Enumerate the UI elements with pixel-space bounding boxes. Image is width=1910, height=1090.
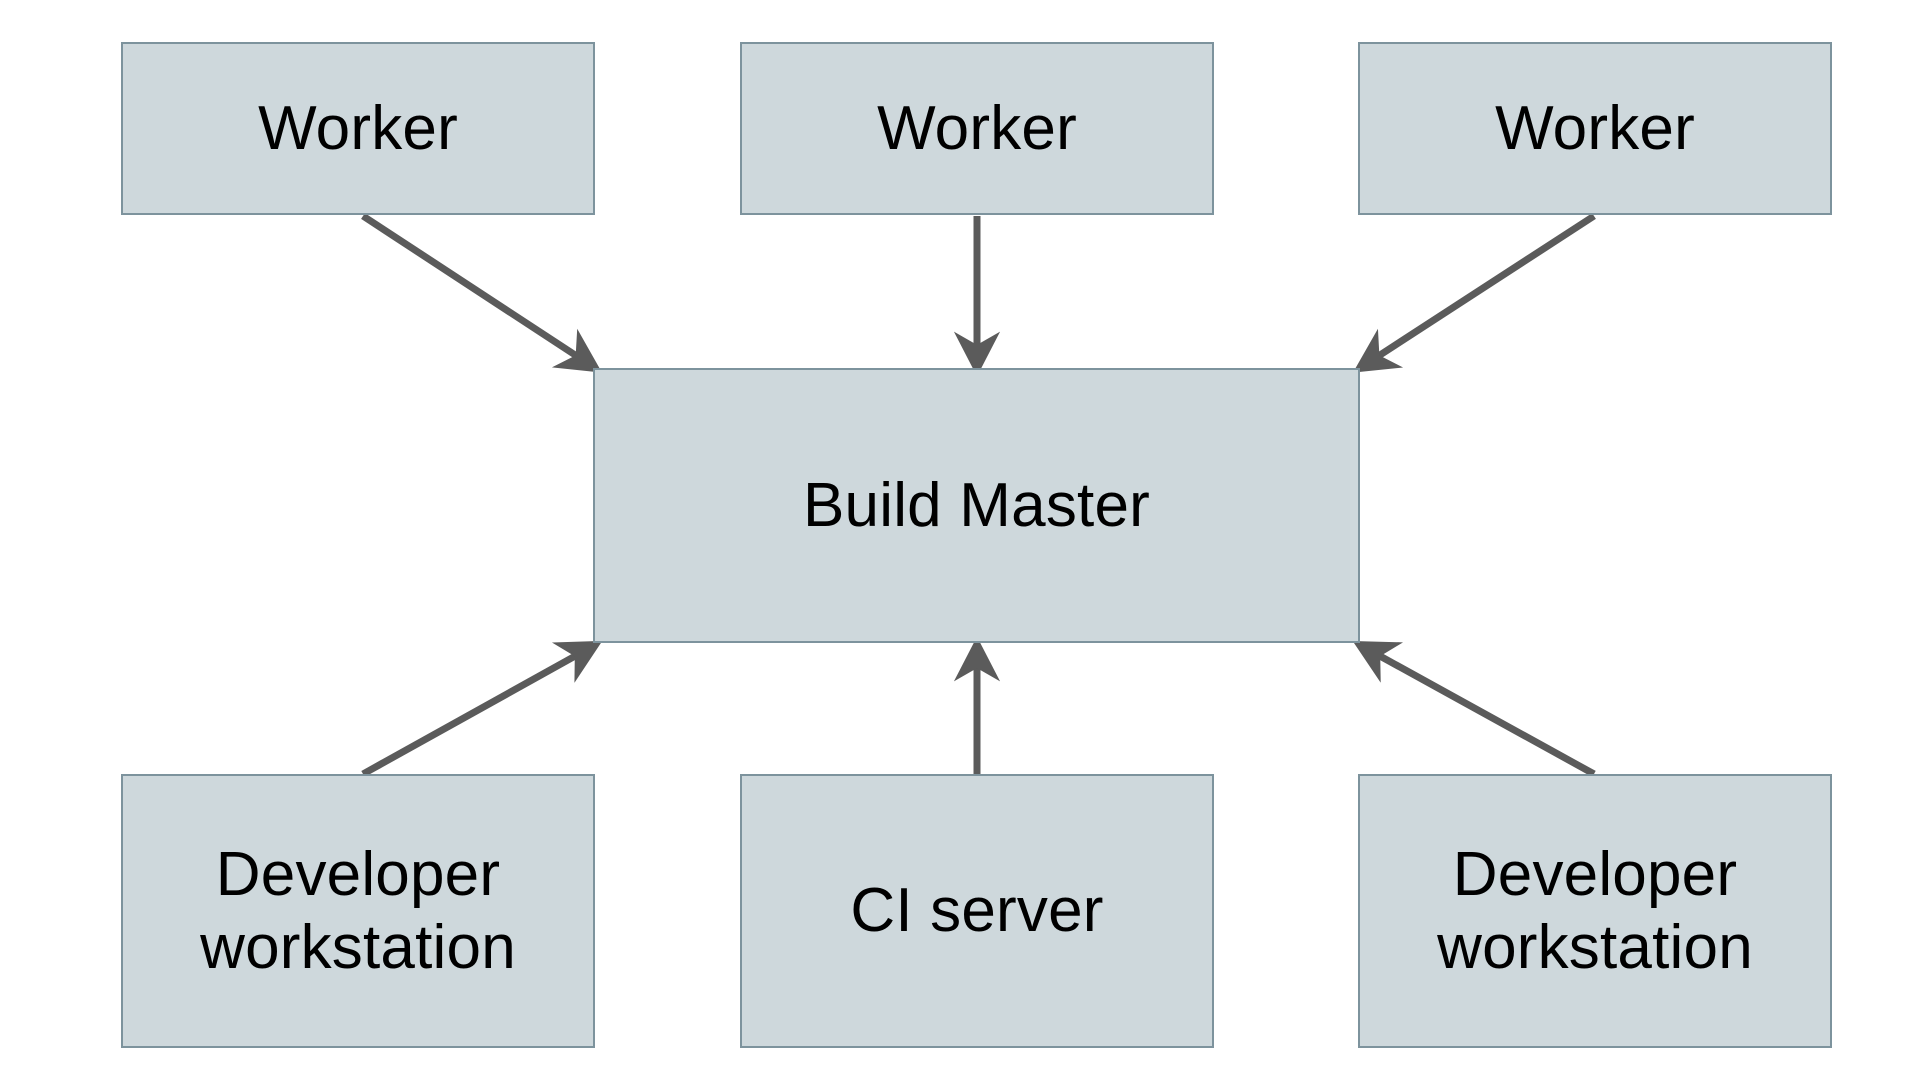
edge-dev-left-to-master (361, 640, 603, 778)
node-worker-left[interactable]: Worker (121, 42, 595, 215)
edge-worker-left-to-master (361, 213, 603, 373)
node-developer-workstation-right[interactable]: Developer workstation (1358, 774, 1832, 1048)
node-worker-center-label: Worker (877, 93, 1077, 163)
node-build-master[interactable]: Build Master (593, 368, 1360, 643)
node-worker-right-label: Worker (1495, 93, 1695, 163)
node-worker-center[interactable]: Worker (740, 42, 1214, 215)
edge-worker-right-to-master (1352, 213, 1596, 373)
edge-dev-right-to-master (1352, 640, 1596, 778)
node-developer-workstation-right-label: Developer workstation (1437, 839, 1753, 982)
node-ci-server[interactable]: CI server (740, 774, 1214, 1048)
node-worker-left-label: Worker (258, 93, 458, 163)
node-developer-workstation-left-label: Developer workstation (200, 839, 516, 982)
node-build-master-label: Build Master (803, 470, 1150, 540)
node-developer-workstation-left[interactable]: Developer workstation (121, 774, 595, 1048)
node-worker-right[interactable]: Worker (1358, 42, 1832, 215)
node-ci-server-label: CI server (850, 876, 1104, 946)
